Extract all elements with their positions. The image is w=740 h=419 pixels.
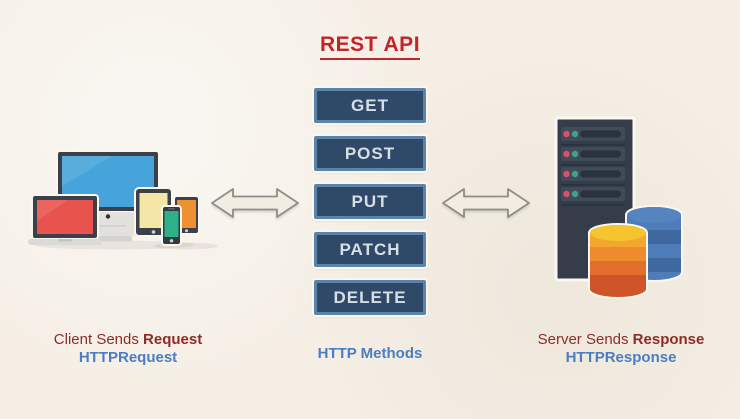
server-caption-line2: HTTPResponse (565, 349, 677, 366)
client-caption: Client Sends Request HTTPRequest (18, 331, 238, 367)
led-red-icon (563, 130, 570, 138)
client-caption-line1: Client Sends Request (53, 331, 203, 348)
led-teal-icon (571, 150, 579, 158)
led-red-icon (563, 170, 570, 178)
page-title: REST API (319, 33, 421, 60)
led-red-icon (563, 150, 570, 158)
led-red-icon (563, 190, 570, 198)
led-teal-icon (571, 170, 579, 178)
methods-caption: HTTP Methods (317, 345, 423, 362)
database-orange-icon (588, 223, 648, 299)
response-arrow-icon (442, 188, 530, 218)
delete-button[interactable]: DELETE (314, 280, 426, 315)
put-button[interactable]: PUT (314, 184, 426, 219)
server-icon (554, 116, 683, 299)
patch-button[interactable]: PATCH (314, 232, 426, 267)
led-teal-icon (571, 130, 579, 138)
post-button[interactable]: POST (314, 136, 426, 171)
laptop-icon (28, 194, 102, 245)
led-teal-icon (571, 190, 579, 198)
http-methods-stack: GET POST PUT PATCH DELETE (314, 88, 426, 328)
get-button[interactable]: GET (314, 88, 426, 123)
client-devices-icon (28, 150, 218, 250)
request-arrow-icon (211, 188, 299, 218)
title-wrap: REST API (0, 33, 740, 60)
client-caption-line2: HTTPRequest (78, 349, 178, 366)
server-caption: Server Sends Response HTTPResponse (511, 331, 731, 367)
server-caption-line1: Server Sends Response (537, 331, 705, 348)
smartphone-icon (161, 205, 182, 246)
